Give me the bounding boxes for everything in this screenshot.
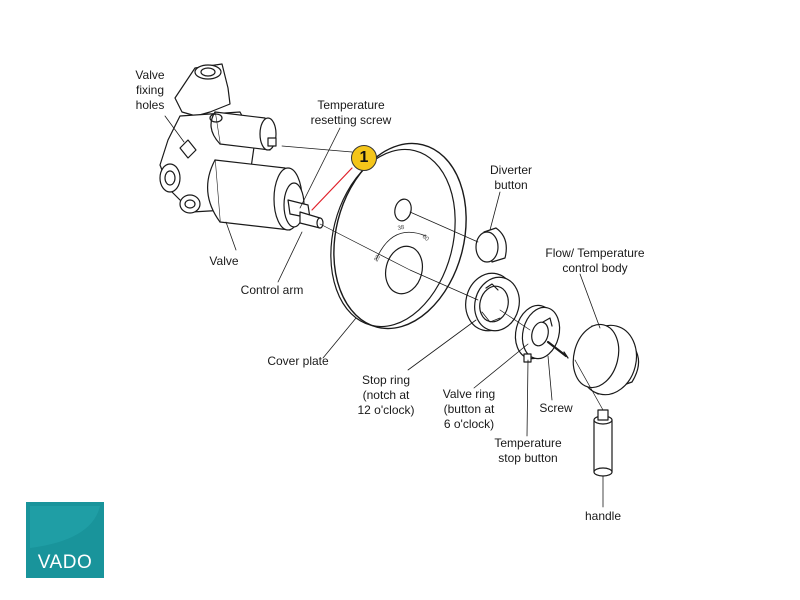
leader-lines (164, 115, 604, 508)
label-cover-plate: Cover plate (267, 354, 329, 368)
label-control-arm: Control arm (240, 283, 304, 297)
vado-logo-text: VADO (37, 552, 93, 573)
label-temperature-stop-button: Temperature stop button (494, 436, 562, 465)
label-diverter-button: Diverter button (489, 163, 532, 192)
assembly-axes (281, 145, 604, 411)
control-knob (572, 323, 640, 396)
screw (546, 340, 569, 359)
handle (593, 409, 613, 477)
label-temperature-resetting-screw: Temperature resetting screw (310, 98, 392, 127)
callout-line (311, 167, 353, 211)
label-flow-temperature-control-body: Flow/ Temperature control body (545, 246, 645, 275)
label-valve-fixing-holes: Valve fixing holes (135, 68, 165, 112)
diverter-button (475, 227, 507, 263)
upper-cartridge (209, 111, 277, 151)
valve-cylinder (206, 159, 324, 231)
cover-plate (330, 142, 467, 330)
callout-badge: 1 (351, 145, 377, 171)
label-stop-ring: Stop ring (notch at 12 o'clock) (357, 373, 415, 417)
dial-mark-38: 38 (397, 225, 405, 232)
label-valve: Valve (209, 254, 239, 268)
dial-mark-60: 60 (421, 234, 430, 243)
label-screw: Screw (539, 401, 573, 415)
label-handle: handle (584, 509, 622, 523)
stop-ring (465, 272, 520, 332)
dial-mark-20: 20 (374, 254, 383, 263)
valve-ring (514, 304, 561, 363)
label-valve-ring: Valve ring (button at 6 o'clock) (442, 387, 496, 431)
